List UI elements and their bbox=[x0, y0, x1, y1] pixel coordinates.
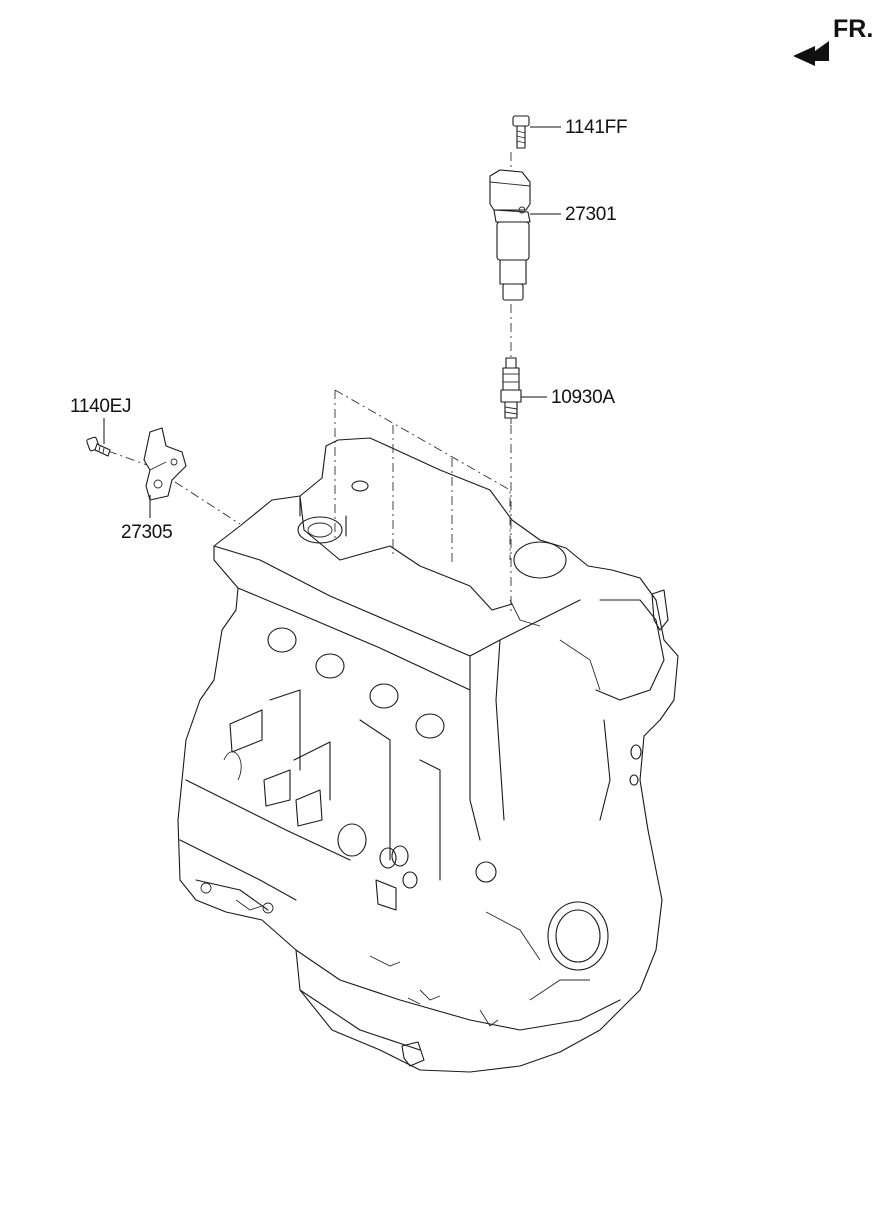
front-direction-label: FR. bbox=[833, 15, 874, 43]
assembly-guide-lines bbox=[107, 152, 512, 612]
bracket-27305-drawing bbox=[143, 427, 187, 501]
ignition-coil-27301-drawing bbox=[489, 169, 531, 301]
part-number-27301: 27301 bbox=[565, 204, 617, 225]
front-direction-arrow-icon bbox=[793, 41, 829, 66]
part-number-10930a: 10930A bbox=[551, 387, 615, 408]
leader-lines bbox=[103, 126, 561, 518]
part-number-1140ej: 1140EJ bbox=[70, 396, 132, 417]
part-number-1141ff: 1141FF bbox=[565, 117, 628, 138]
bolt-1140ej-drawing bbox=[86, 436, 111, 457]
bolt-1141ff-drawing bbox=[512, 115, 530, 149]
spark-plug-10930a-drawing bbox=[500, 357, 522, 424]
engine-block-drawing bbox=[177, 437, 679, 1073]
part-number-27305: 27305 bbox=[121, 522, 173, 543]
